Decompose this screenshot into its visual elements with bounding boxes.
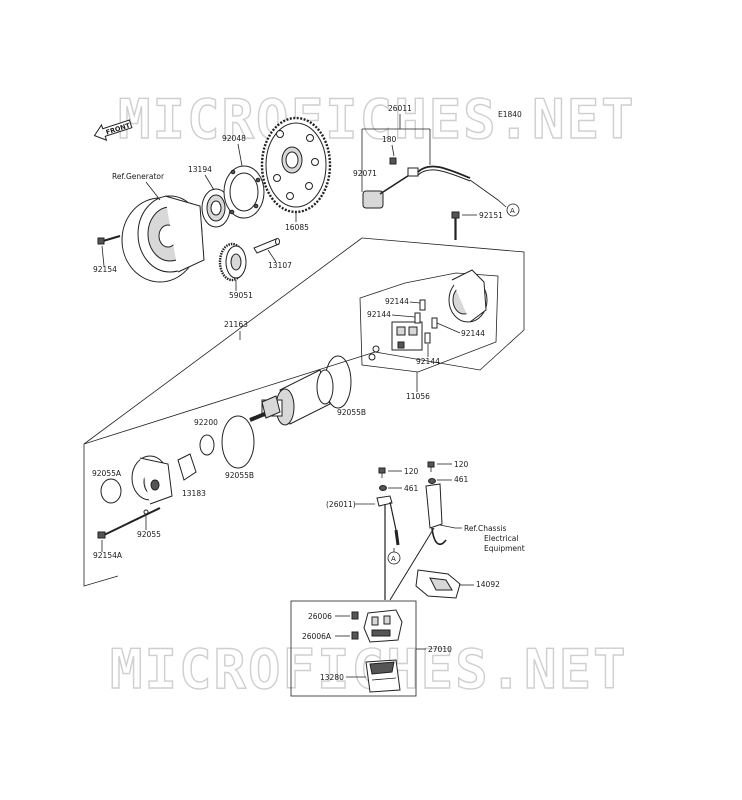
label-14092: 14092 bbox=[476, 580, 500, 589]
label-92055: 92055 bbox=[137, 530, 161, 539]
starter-driven-gear-16085 bbox=[260, 116, 332, 214]
label-27010: 27010 bbox=[428, 645, 452, 654]
label-11056: 11056 bbox=[406, 392, 430, 401]
relay-cover-14092 bbox=[415, 569, 461, 599]
brush-plate bbox=[368, 321, 423, 361]
label-180: 180 bbox=[382, 135, 397, 144]
label-92154a: 92154A bbox=[93, 551, 123, 560]
starter-front-cover bbox=[131, 455, 173, 505]
relay-boot-13280 bbox=[365, 659, 401, 693]
fuses-26006 bbox=[351, 611, 359, 640]
bolt-92154a bbox=[97, 507, 161, 539]
shaft-13107 bbox=[253, 238, 280, 254]
ref-chassis-line2: Electrical bbox=[484, 534, 518, 543]
brush-holder-outline bbox=[359, 272, 499, 373]
label-461-b: 461 bbox=[454, 475, 469, 484]
washer-92200 bbox=[199, 434, 215, 456]
generator-rotor bbox=[121, 195, 205, 283]
label-92055b-b: 92055B bbox=[225, 471, 254, 480]
watermark-top: MICROFICHES.NET bbox=[118, 88, 636, 151]
diagram-code: E1840 bbox=[498, 110, 522, 119]
label-26011-paren: (26011) bbox=[326, 500, 356, 509]
idle-gear-59051 bbox=[218, 242, 247, 282]
battery-lead bbox=[376, 495, 400, 600]
label-92144-a: 92144 bbox=[385, 297, 409, 306]
one-way-clutch-13194 bbox=[201, 188, 231, 228]
label-13194: 13194 bbox=[188, 165, 212, 174]
label-92055b-a: 92055B bbox=[337, 408, 366, 417]
label-21163: 21163 bbox=[224, 320, 248, 329]
label-59051: 59051 bbox=[229, 291, 253, 300]
label-26011-top: 26011 bbox=[388, 104, 412, 113]
clutch-housing-92048 bbox=[223, 165, 265, 219]
bolt-92151 bbox=[451, 211, 460, 240]
label-92055a: 92055A bbox=[92, 469, 122, 478]
label-92200: 92200 bbox=[194, 418, 218, 427]
end-cover bbox=[448, 269, 488, 323]
label-92151: 92151 bbox=[479, 211, 503, 220]
label-120-b: 120 bbox=[454, 460, 469, 469]
callout-a-bottom: A bbox=[387, 551, 401, 565]
label-13183: 13183 bbox=[182, 489, 206, 498]
plate-13183 bbox=[177, 453, 197, 481]
bolt-92154 bbox=[97, 235, 121, 245]
label-92144-c: 92144 bbox=[461, 329, 485, 338]
bolts-120 bbox=[378, 461, 435, 478]
chassis-lead bbox=[389, 483, 462, 601]
label-92154: 92154 bbox=[93, 265, 117, 274]
label-13280: 13280 bbox=[320, 673, 344, 682]
ref-chassis-line3: Equipment bbox=[484, 544, 525, 553]
label-92144-b: 92144 bbox=[367, 310, 391, 319]
label-16085: 16085 bbox=[285, 223, 309, 232]
label-26006a: 26006A bbox=[302, 632, 332, 641]
label-461-a: 461 bbox=[404, 484, 419, 493]
label-92048: 92048 bbox=[222, 134, 246, 143]
o-ring-92055a bbox=[100, 478, 122, 504]
starter-motor-body bbox=[249, 369, 334, 426]
callout-a-text: A bbox=[510, 207, 515, 215]
starter-relay-lead-26011 bbox=[362, 157, 507, 209]
starter-relay-27010 bbox=[363, 609, 403, 643]
label-13107: 13107 bbox=[268, 261, 292, 270]
ref-generator-label: Ref.Generator bbox=[112, 172, 165, 181]
callout-a-bottom-text: A bbox=[391, 555, 396, 563]
label-92144-d: 92144 bbox=[416, 357, 440, 366]
o-ring-92055b-left bbox=[221, 415, 255, 469]
label-26006: 26006 bbox=[308, 612, 332, 621]
relay-group-box bbox=[290, 600, 417, 697]
starter-group-outline bbox=[83, 237, 525, 587]
ref-chassis-line1: Ref.Chassis bbox=[464, 524, 506, 533]
label-92071: 92071 bbox=[353, 169, 377, 178]
nuts-461 bbox=[379, 478, 436, 491]
label-120-a: 120 bbox=[404, 467, 419, 476]
callout-a-top: A bbox=[506, 203, 520, 217]
